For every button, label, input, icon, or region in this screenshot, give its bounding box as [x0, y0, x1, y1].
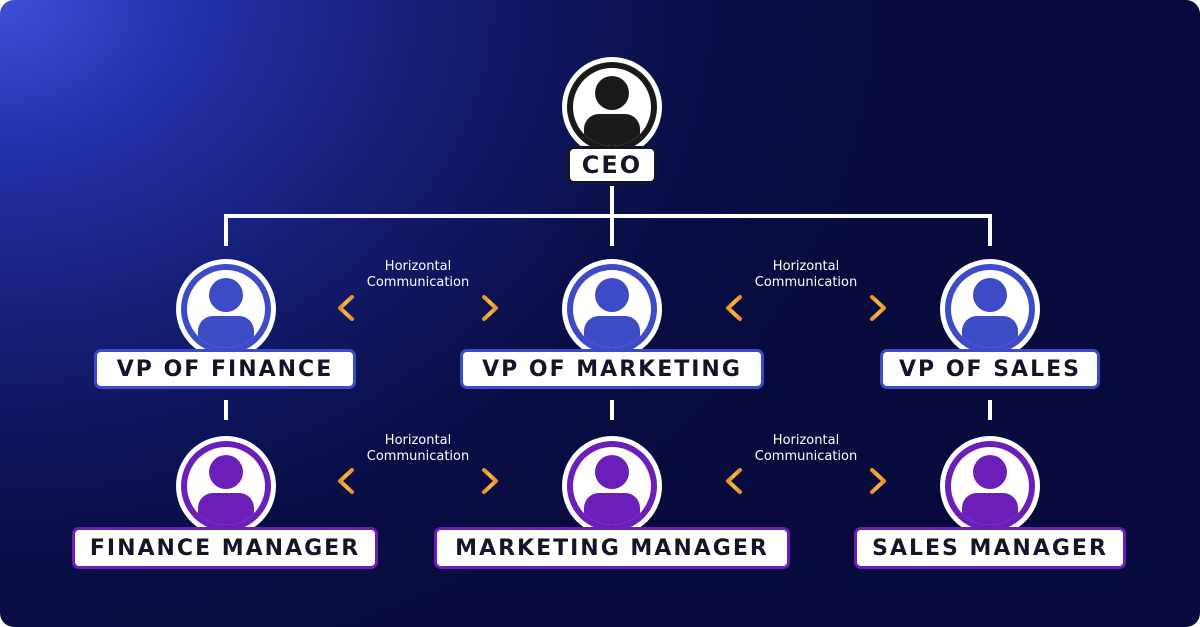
- finance-manager-person-icon: [176, 436, 276, 536]
- horizontal-comm-label-2: Horizontal Communication: [754, 259, 858, 290]
- horizontal-comm-label-4: Horizontal Communication: [754, 433, 858, 464]
- sales-manager-person-icon: [940, 436, 1040, 536]
- vp-finance-label: VP OF FINANCE: [94, 349, 356, 389]
- vp-sales-person-icon: [940, 259, 1040, 359]
- vp-sales-label: VP OF SALES: [880, 349, 1100, 389]
- double-arrow-icon: [726, 295, 886, 321]
- vp-marketing-person-icon: [562, 259, 662, 359]
- double-arrow-icon: [338, 468, 498, 494]
- marketing-manager-label: MARKETING MANAGER: [434, 527, 790, 569]
- sales-manager-label: SALES MANAGER: [854, 527, 1126, 569]
- double-arrow-icon: [726, 468, 886, 494]
- marketing-manager-person-icon: [562, 436, 662, 536]
- horizontal-comm-label-1: Horizontal Communication: [366, 259, 470, 290]
- double-arrow-icon: [338, 295, 498, 321]
- horizontal-comm-label-3: Horizontal Communication: [366, 433, 470, 464]
- ceo-person-icon: [562, 57, 662, 157]
- finance-manager-label: FINANCE MANAGER: [72, 527, 378, 569]
- ceo-label: CEO: [567, 146, 657, 184]
- vp-marketing-label: VP OF MARKETING: [460, 349, 764, 389]
- vp-finance-person-icon: [176, 259, 276, 359]
